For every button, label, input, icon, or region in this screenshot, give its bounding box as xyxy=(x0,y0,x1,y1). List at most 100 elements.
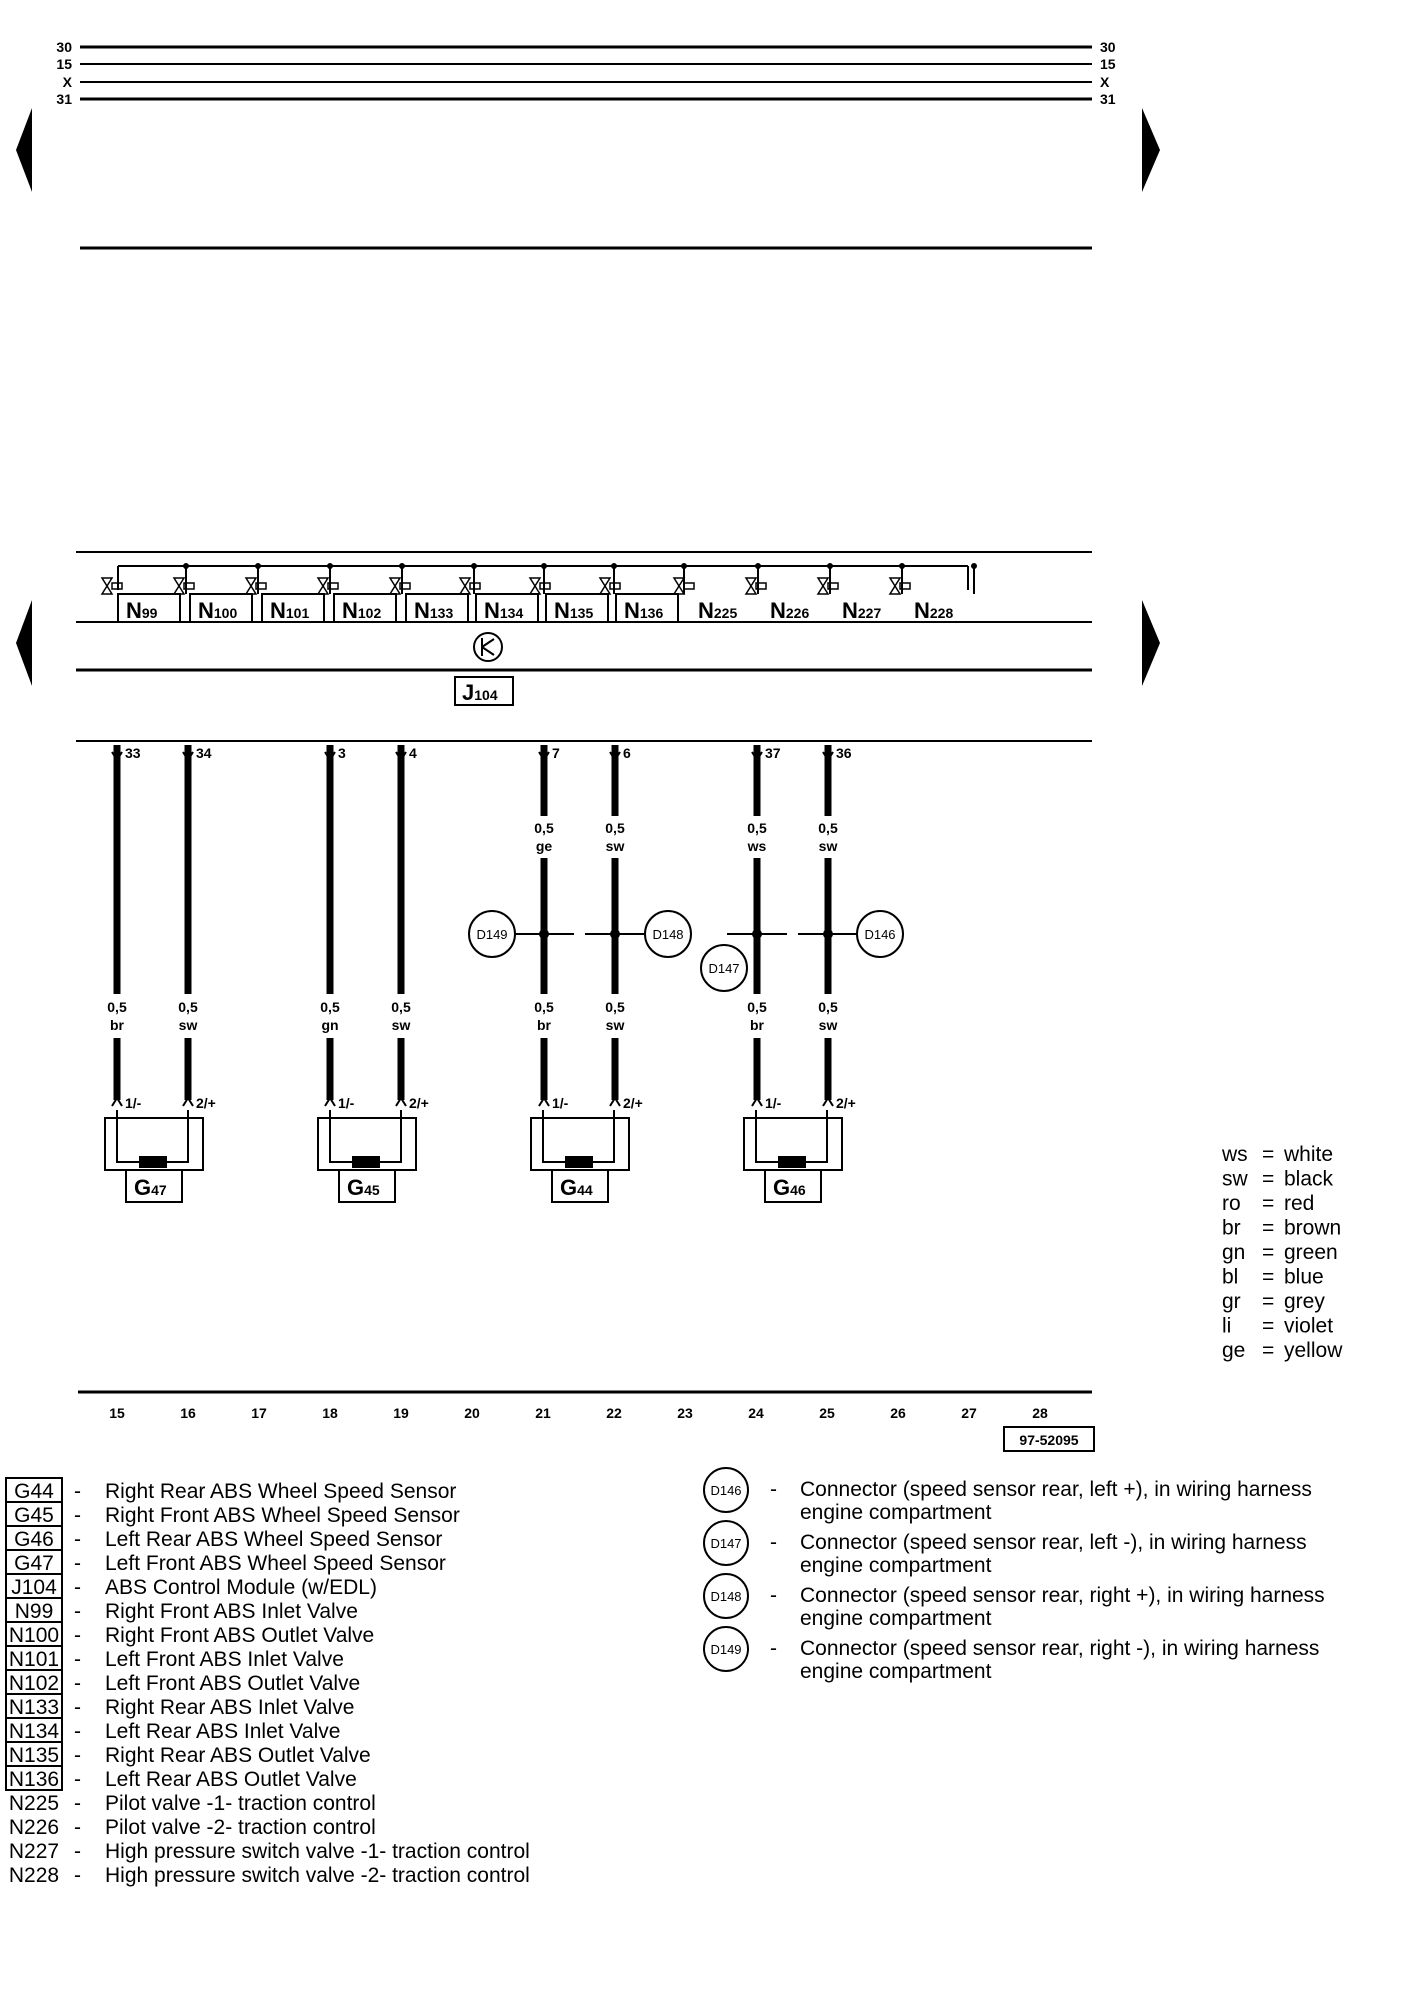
legend-dash: - xyxy=(74,1624,81,1647)
wire-size-top: 0,5 xyxy=(605,820,625,836)
column-number: 15 xyxy=(109,1405,125,1421)
color-code: gr xyxy=(1222,1290,1241,1313)
next-page-arrow-icon-lower[interactable] xyxy=(1142,600,1160,686)
diode-icon xyxy=(388,577,402,595)
legend-g46: G46-Left Rear ABS Wheel Speed Sensor xyxy=(5,1525,442,1551)
legend-code: N99 xyxy=(15,1600,54,1623)
color-legend-item: br=brown xyxy=(1222,1217,1341,1240)
svg-text:N228: N228 xyxy=(914,598,953,623)
wire-color-top: sw xyxy=(606,838,625,854)
connector-d147: D147 xyxy=(700,944,748,992)
diode-icon xyxy=(172,577,186,595)
column-number: 17 xyxy=(251,1405,267,1421)
equals-sign: = xyxy=(1262,1217,1274,1240)
color-code: sw xyxy=(1222,1168,1249,1191)
wire-color: sw xyxy=(179,1017,198,1033)
legend-dash: - xyxy=(770,1478,777,1501)
equals-sign: = xyxy=(1262,1168,1274,1191)
valve-number: 228 xyxy=(930,605,954,621)
prev-page-arrow-icon[interactable] xyxy=(16,108,32,192)
pin-number: 37 xyxy=(765,745,781,761)
legend-description: Connector (speed sensor rear, left +), i… xyxy=(800,1478,1312,1501)
wire-color-top: sw xyxy=(819,838,838,854)
diode-icon xyxy=(598,577,612,595)
wire-size-top: 0,5 xyxy=(747,820,767,836)
diode-icon xyxy=(244,577,258,595)
valve-prefix: N xyxy=(842,598,858,623)
legend-dash: - xyxy=(74,1504,81,1527)
pin-number: 33 xyxy=(125,745,141,761)
legend-code: N136 xyxy=(9,1768,59,1791)
column-number: 18 xyxy=(322,1405,338,1421)
legend-n100: N100-Right Front ABS Outlet Valve xyxy=(5,1621,374,1647)
svg-text:G46: G46 xyxy=(773,1175,806,1200)
pin-number: 3 xyxy=(338,745,346,761)
drawing-id-box: 97-52095 xyxy=(1003,1426,1095,1452)
color-legend-item: ge=yellow xyxy=(1222,1339,1343,1362)
wire-size: 0,5 xyxy=(747,999,767,1015)
sensor-pin: 1/- xyxy=(765,1095,782,1111)
legend-description: Right Rear ABS Inlet Valve xyxy=(105,1696,354,1719)
diode-icon xyxy=(458,577,472,595)
color-name: white xyxy=(1283,1143,1333,1166)
legend-g47: G47-Left Front ABS Wheel Speed Sensor xyxy=(5,1549,446,1575)
diode-icon xyxy=(316,577,330,595)
column-number: 19 xyxy=(393,1405,409,1421)
valve-n227: N227 xyxy=(816,563,905,623)
sensor-g46: G46 xyxy=(743,1110,843,1203)
wire-size: 0,5 xyxy=(534,999,554,1015)
legend-dash: - xyxy=(74,1552,81,1575)
valve-n225: N225 xyxy=(672,563,761,623)
valve-number: 133 xyxy=(430,605,454,621)
sensor-prefix: G xyxy=(773,1175,790,1200)
sensor-pin: 1/- xyxy=(552,1095,569,1111)
legend-d148: D148-Connector (speed sensor rear, right… xyxy=(703,1573,1325,1630)
sensor-number: 44 xyxy=(577,1182,593,1198)
legend-code: N102 xyxy=(9,1672,59,1695)
connector-d146: D146 xyxy=(856,910,904,958)
valve-number: 226 xyxy=(786,605,810,621)
column-number: 16 xyxy=(180,1405,196,1421)
prev-page-arrow-icon-lower[interactable] xyxy=(16,600,32,686)
sensor-coil-icon xyxy=(778,1156,806,1168)
next-page-arrow-icon[interactable] xyxy=(1142,108,1160,192)
column-number: 24 xyxy=(748,1405,764,1421)
svg-text:N133: N133 xyxy=(414,598,453,623)
valve-number: 102 xyxy=(358,605,382,621)
svg-text:N227: N227 xyxy=(842,598,881,623)
legend-n228: N228-High pressure switch valve -2- trac… xyxy=(9,1864,530,1887)
connector-label: D149 xyxy=(476,927,507,942)
svg-text:N101: N101 xyxy=(270,598,309,623)
color-name: yellow xyxy=(1284,1339,1343,1362)
connector-legend: D146-Connector (speed sensor rear, left … xyxy=(703,1467,1325,1683)
diode-icon xyxy=(528,577,542,595)
legend-dash: - xyxy=(74,1672,81,1695)
wire-size-top: 0,5 xyxy=(534,820,554,836)
legend-n226: N226-Pilot valve -2- traction control xyxy=(9,1816,376,1839)
connector-label: D148 xyxy=(652,927,683,942)
legend-code: G45 xyxy=(14,1504,54,1527)
color-code: bl xyxy=(1222,1266,1238,1289)
valve-number: 135 xyxy=(570,605,594,621)
svg-text:N135: N135 xyxy=(554,598,593,623)
sensor-number: 45 xyxy=(364,1182,380,1198)
component-legend: G44-Right Rear ABS Wheel Speed SensorG45… xyxy=(5,1477,530,1887)
wire-size-top: 0,5 xyxy=(818,820,838,836)
sensor-prefix: G xyxy=(347,1175,364,1200)
legend-description: Left Rear ABS Outlet Valve xyxy=(105,1768,357,1791)
legend-code: N134 xyxy=(9,1720,60,1743)
color-code: ge xyxy=(1222,1339,1245,1362)
valve-number: 136 xyxy=(640,605,664,621)
equals-sign: = xyxy=(1262,1241,1274,1264)
sensor-coil-icon xyxy=(139,1156,167,1168)
valve-n99: N99 xyxy=(100,563,189,623)
color-name: black xyxy=(1284,1168,1334,1191)
legend-g45: G45-Right Front ABS Wheel Speed Sensor xyxy=(5,1501,460,1527)
